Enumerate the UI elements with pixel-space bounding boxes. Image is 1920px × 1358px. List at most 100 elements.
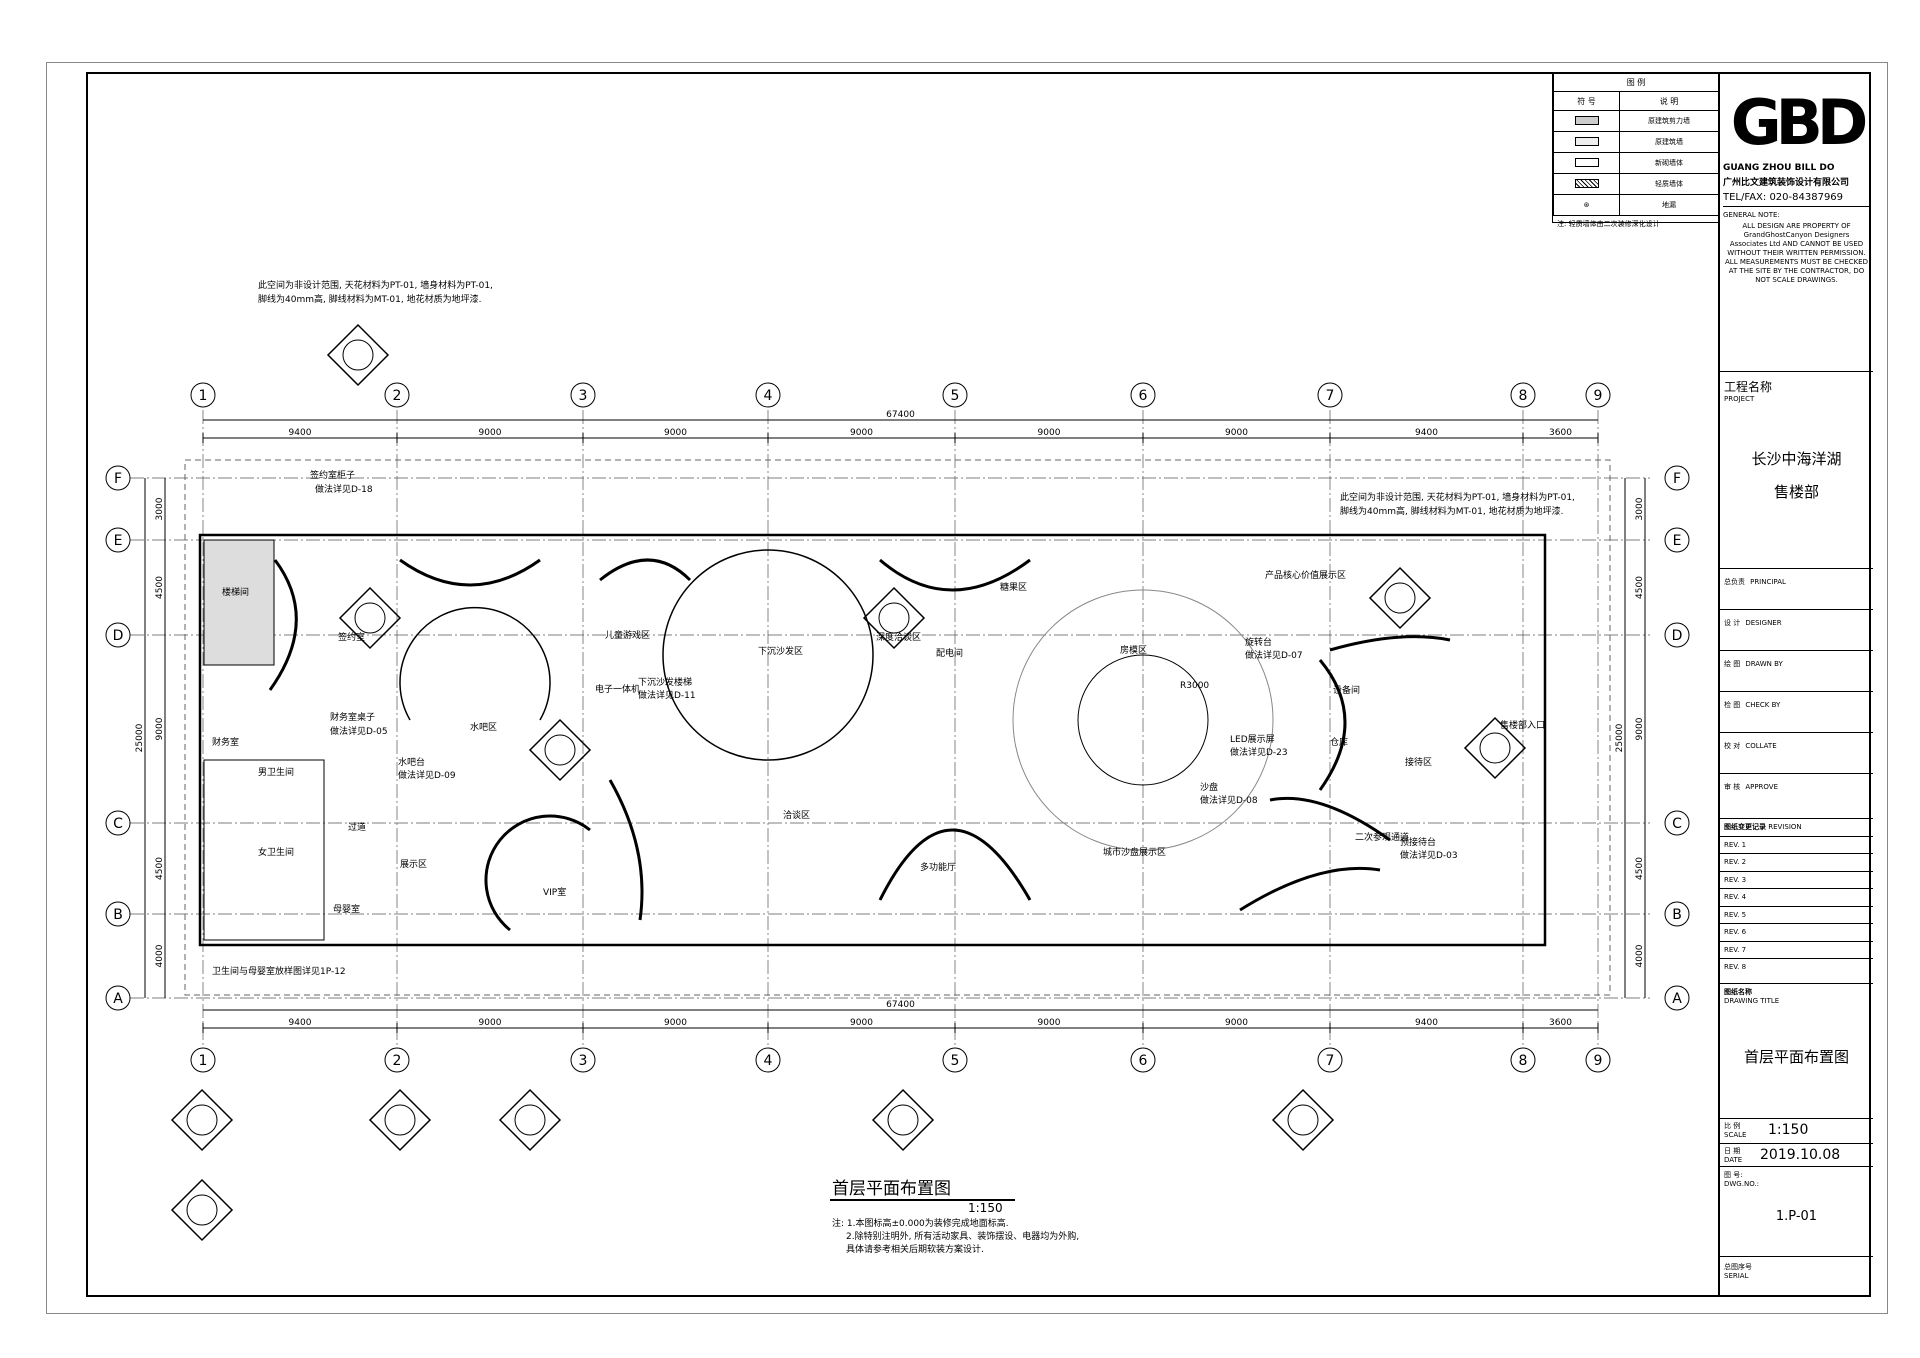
grid-label: C — [1672, 816, 1682, 832]
curved-partition-wall — [268, 559, 298, 691]
dim-total-text: 25000 — [1615, 723, 1625, 752]
company-cn: 广州比文建筑装饰设计有限公司 — [1723, 178, 1850, 188]
restroom-block — [203, 759, 325, 941]
shear-wall-swatch — [1574, 115, 1599, 125]
room-label: 签约室 — [338, 631, 365, 643]
elevation-index-symbol-circle — [384, 1104, 416, 1136]
company-logo: GBD — [1730, 86, 1869, 159]
grid-label: C — [113, 816, 123, 832]
dim-text: 4000 — [155, 944, 165, 967]
role-en: CHECK BY — [1745, 701, 1781, 709]
date-label: 日 期 — [1724, 1147, 1741, 1155]
annotation-text: 此空间为非设计范围, 天花材料为PT-01, 墙身材料为PT-01, — [1340, 491, 1575, 503]
dim-text: 3600 — [1549, 1018, 1572, 1028]
elevation-index-symbol — [528, 718, 592, 782]
revision-row: REV. 7 — [1720, 942, 1873, 959]
scale-label: 比 例 — [1724, 1122, 1741, 1130]
grid-bubble — [1664, 810, 1690, 836]
revision-row: REV. 8 — [1724, 963, 1747, 971]
room-label: 水吧区 — [470, 721, 497, 733]
room-label: 女卫生间 — [258, 846, 294, 858]
grid-label: F — [1673, 471, 1681, 487]
dim-total-text: 67400 — [886, 1000, 915, 1010]
room-label: 接待区 — [1405, 756, 1432, 768]
room-label: 过道 — [348, 821, 366, 833]
project-name-2: 售楼部 — [1773, 483, 1819, 501]
elevation-index-symbol-circle — [544, 734, 576, 766]
grid-bubble — [384, 382, 410, 408]
dim-text: 9000 — [479, 1018, 502, 1028]
drawing-title-value: 首层平面布置图 — [1743, 1048, 1849, 1066]
stairwell-hatch — [203, 539, 275, 666]
project-label: 工程名称 — [1724, 380, 1773, 394]
grid-bubble — [1664, 527, 1690, 553]
general-note: ALL DESIGN ARE PROPERTY OF GrandGhostCan… — [1725, 222, 1868, 284]
room-label: VIP室 — [543, 886, 566, 898]
plan-note: 2.除特别注明外, 所有活动家具、装饰摆设、电器均为外购, — [846, 1230, 1079, 1242]
curved-partition-wall — [1318, 659, 1347, 791]
annotation-text: 此空间为非设计范围, 天花材料为PT-01, 墙身材料为PT-01, — [258, 279, 493, 291]
grid-bubble — [105, 901, 131, 927]
drawing-title-label-en: DRAWING TITLE — [1724, 997, 1780, 1005]
drawing-title-label: 图纸名称 — [1724, 988, 1752, 996]
role-en: APPROVE — [1745, 783, 1779, 791]
revision-row: REV. 4 — [1720, 889, 1873, 907]
grid-label: 8 — [1519, 388, 1528, 404]
curved-partition-wall — [879, 558, 1031, 592]
curved-partition-wall — [1239, 866, 1381, 912]
curved-partition-wall — [1269, 796, 1391, 842]
dim-text: 9000 — [664, 428, 687, 438]
grid-label: A — [113, 991, 123, 1007]
grid-bubble — [190, 1047, 216, 1073]
grid-bubble — [190, 382, 216, 408]
dwg-no-value: 1.P-01 — [1775, 1209, 1818, 1224]
elevation-index-symbol — [170, 1178, 234, 1242]
dim-text: 9000 — [479, 428, 502, 438]
room-label: R3000 — [1180, 681, 1209, 691]
dim-text: 9000 — [1038, 1018, 1061, 1028]
grid-label: 2 — [393, 1053, 402, 1069]
serial-label: 总图序号 — [1724, 1263, 1752, 1271]
dim-text: 9000 — [664, 1018, 687, 1028]
room-label: 做法详见D-18 — [315, 483, 373, 495]
room-label: 设备间 — [1333, 684, 1360, 696]
sunken-lounge-circle — [662, 549, 874, 761]
revision-row: REV. 6 — [1720, 924, 1873, 942]
grid-label: B — [113, 907, 123, 923]
room-label: 预接待台 — [1400, 836, 1436, 848]
dim-text: 3000 — [1635, 497, 1645, 520]
curved-partition-wall — [599, 558, 692, 582]
dim-text: 9400 — [289, 428, 312, 438]
revision-label: 图纸变更记录 — [1724, 823, 1766, 831]
dim-text: 9000 — [850, 428, 873, 438]
elevation-index-symbol-circle — [1287, 1104, 1319, 1136]
drawing-title-block: 图纸名称 DRAWING TITLE 首层平面布置图 — [1720, 984, 1873, 1119]
elevation-index-symbol-circle — [186, 1104, 218, 1136]
grid-label: B — [1672, 907, 1682, 923]
grid-label: 7 — [1326, 1053, 1335, 1069]
dim-text: 9000 — [1635, 717, 1645, 740]
elevation-index-symbol-circle — [1479, 732, 1511, 764]
elevation-index-symbol — [862, 586, 926, 650]
title-block: GBD GUANG ZHOU BILL DO 广州比文建筑装饰设计有限公司 TE… — [1718, 72, 1873, 1297]
building-outer-wall — [198, 533, 1547, 947]
room-label: 做法详见D-05 — [330, 725, 388, 737]
room-label: 房模区 — [1120, 644, 1147, 656]
room-label: 做法详见D-23 — [1230, 746, 1288, 758]
company-block: GBD GUANG ZHOU BILL DO 广州比文建筑装饰设计有限公司 TE… — [1720, 72, 1873, 372]
grid-label: 3 — [579, 388, 588, 404]
revision-row: REV. 1 — [1720, 837, 1873, 854]
elevation-index-symbol — [338, 586, 402, 650]
room-label: 深度洽谈区 — [876, 631, 921, 643]
elevation-index-symbol — [326, 323, 390, 387]
dwg-label: 图 号: — [1724, 1171, 1743, 1179]
room-label: 糖果区 — [1000, 581, 1027, 593]
dwg-label-en: DWG.NO.: — [1724, 1180, 1760, 1188]
role-en: COLLATE — [1745, 742, 1777, 750]
scale-date-block: 比 例 SCALE 1:150 日 期 DATE 2019.10.08 — [1720, 1119, 1873, 1167]
dim-text: 4000 — [1635, 944, 1645, 967]
room-label: 做法详见D-07 — [1245, 649, 1303, 661]
room-label: 多功能厅 — [920, 861, 956, 873]
grid-bubble — [942, 1047, 968, 1073]
